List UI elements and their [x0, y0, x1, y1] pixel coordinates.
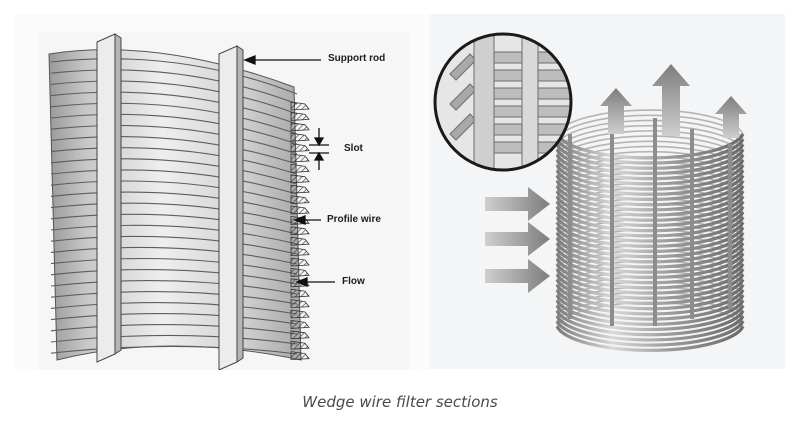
wedge-wire-screen-render: [430, 14, 785, 369]
figure-caption: Wedge wire filter sections: [302, 393, 498, 411]
profile-wire-label: Profile wire: [327, 214, 381, 225]
wedge-wire-illustration: [48, 33, 335, 370]
wedge-wire-section-drawing: Support rod Slot Profile wire Flow: [39, 32, 409, 370]
flow-label: Flow: [342, 276, 365, 287]
support-rod-label: Support rod: [328, 53, 386, 64]
figure-image: Support rod Slot Profile wire Flow: [15, 14, 785, 370]
wedge-wire-cylinder-illustration: [433, 32, 747, 352]
slot-label: Slot: [344, 143, 363, 154]
